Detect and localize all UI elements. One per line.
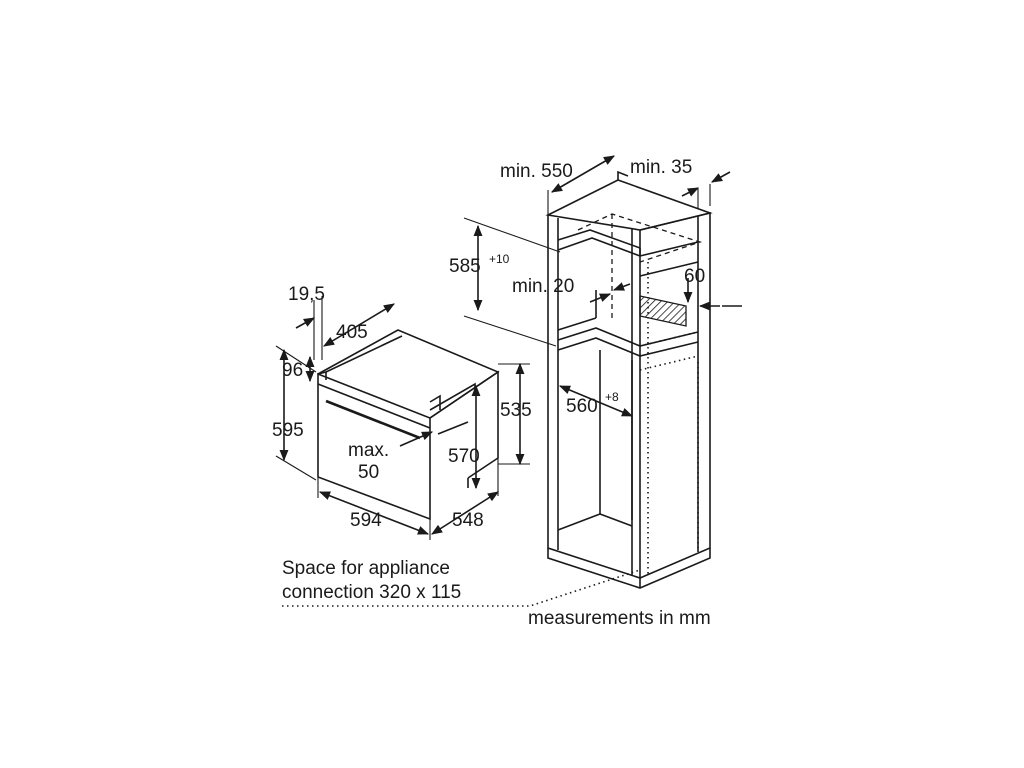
oven-inner-height-label: 570 (448, 446, 480, 467)
oven-drawing: 595 96 19,5 405 535 570 max. 50 594 548 (272, 284, 532, 540)
niche-min-depth-label: min. 550 (500, 161, 573, 182)
niche-min-clearance-label: min. 35 (630, 157, 692, 178)
cabinet-right-side (639, 211, 711, 579)
oven-depth-label: 548 (452, 510, 484, 531)
oven-handle (325, 399, 421, 440)
units-note: measurements in mm (528, 608, 711, 629)
notes: Space for appliance connection 320 x 115… (282, 558, 711, 629)
niche-width-tolerance: +8 (605, 390, 619, 404)
vent-height-label: 60 (684, 266, 705, 287)
connection-note-line2: connection 320 x 115 (282, 582, 461, 603)
oven-top (317, 329, 500, 419)
vent-opening (639, 295, 687, 327)
connection-note-line1: Space for appliance (282, 558, 450, 579)
cabinet-top (545, 179, 713, 231)
handle-max-value: 50 (358, 462, 379, 483)
connection-leader (282, 569, 641, 607)
cabinet-inner-back-top (577, 213, 703, 263)
cabinet-shelf-1 (557, 229, 641, 249)
niche-width-label: 560 (566, 396, 598, 417)
oven-top-depth-405-label: 405 (336, 322, 368, 343)
oven-door-depth-label: 19,5 (288, 284, 325, 305)
cabinet-front-left (547, 215, 641, 580)
oven-width-label: 594 (350, 510, 382, 531)
oven-height-label: 595 (272, 420, 304, 441)
oven-body-height-label: 535 (500, 400, 532, 421)
oven-top-depth-label: 96 (282, 360, 303, 381)
niche-height-label: 585 (449, 256, 481, 277)
cabinet-shelf-2 (557, 327, 699, 347)
niche-height-tolerance: +10 (489, 252, 510, 266)
oven-control-panel (317, 383, 431, 429)
oven-side (429, 370, 499, 479)
handle-max-label: max. (348, 440, 389, 461)
niche-min-gap-label: min. 20 (512, 276, 574, 297)
cabinet-drawing: min. 550 min. 35 585 +10 min. 20 60 560 … (449, 155, 742, 589)
